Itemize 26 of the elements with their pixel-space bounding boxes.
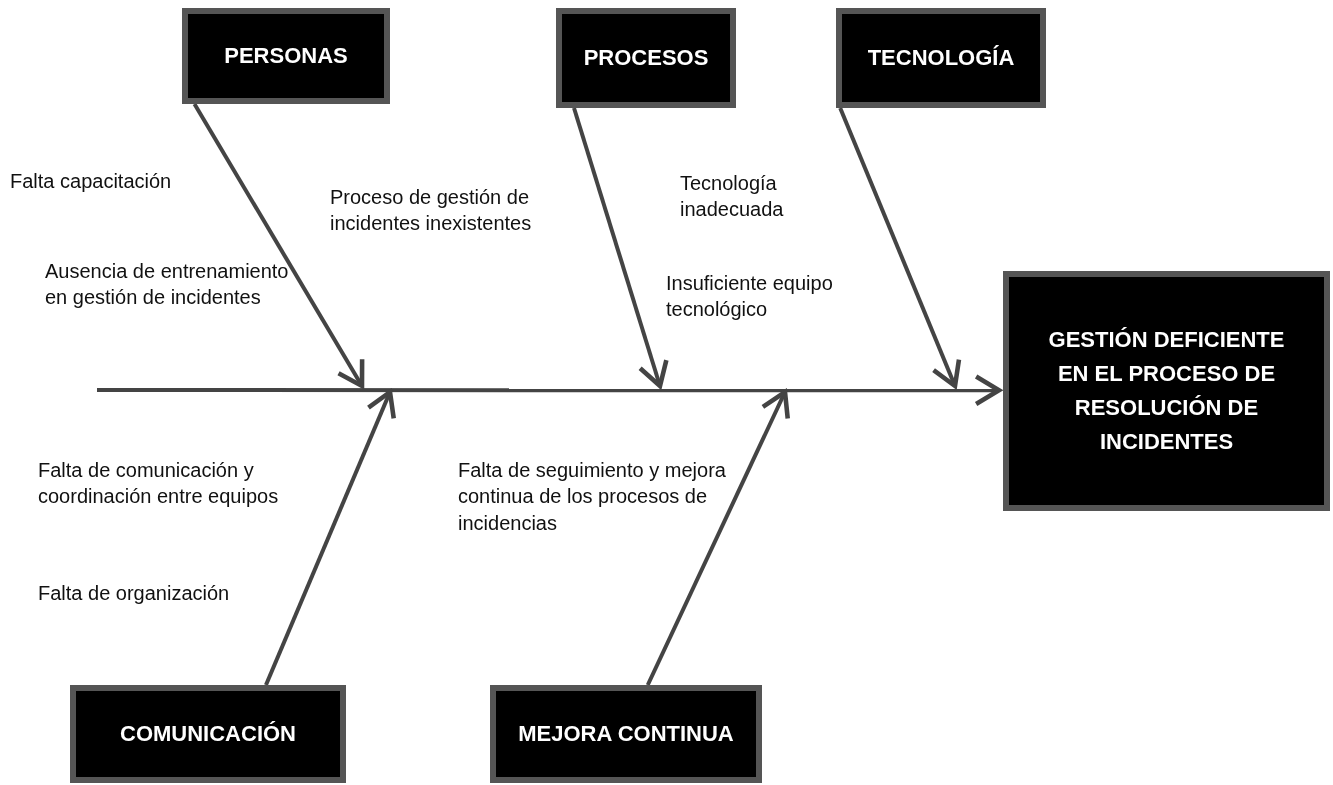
category-box bbox=[70, 685, 346, 783]
arrow bbox=[572, 107, 669, 389]
cause-label: Falta de seguimiento y mejora continua de los procesos de incidencias bbox=[458, 458, 727, 536]
cause-label: Tecnología inadecuada bbox=[680, 171, 785, 223]
cause-label: Falta de organización bbox=[38, 581, 230, 606]
arrow bbox=[264, 389, 396, 686]
category-box bbox=[182, 8, 390, 104]
arrow bbox=[645, 389, 790, 686]
category-title: COMUNICACIÓN bbox=[120, 719, 296, 748]
category-title: MEJORA CONTINUA bbox=[518, 719, 734, 748]
cause-label: Ausencia de entrenamiento en gestión de incidentes bbox=[45, 259, 290, 311]
category-title: PROCESOS bbox=[583, 43, 709, 72]
category-title: PERSONAS bbox=[224, 41, 348, 70]
effect-box bbox=[1003, 271, 1330, 511]
category-title: TECNOLOGÍA bbox=[867, 43, 1015, 72]
cause-label: Insuficiente equipo tecnológico bbox=[666, 271, 834, 323]
category-box bbox=[556, 8, 736, 108]
arrow bbox=[192, 103, 365, 389]
arrow bbox=[838, 107, 962, 389]
cause-label: Proceso de gestión de incidentes inexistentes bbox=[330, 185, 533, 237]
effect-text: GESTIÓN DEFICIENTE EN EL PROCESO DE RESOLUCIÓN DE INCIDENTES bbox=[1047, 325, 1286, 457]
spine-arrow bbox=[97, 374, 1002, 407]
category-box bbox=[490, 685, 762, 783]
category-box bbox=[836, 8, 1046, 108]
cause-label: Falta de comunicación y coordinación entre equipos bbox=[38, 458, 280, 510]
cause-label: Falta capacitación bbox=[10, 169, 172, 194]
